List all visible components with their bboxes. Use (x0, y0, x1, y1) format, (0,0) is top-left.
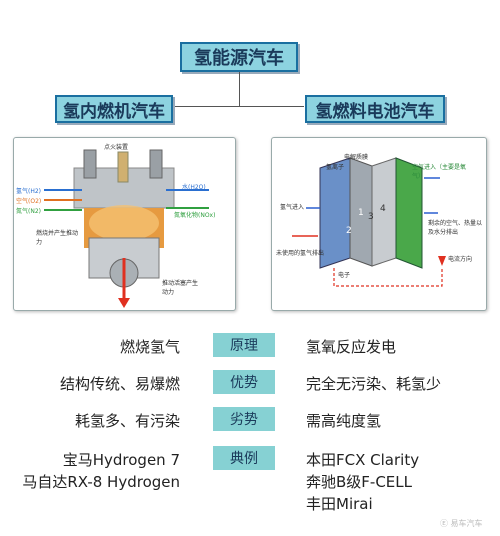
engine-illustration (44, 149, 209, 308)
electron-label: 电子 (338, 272, 351, 279)
row-left-text: 耗氢多、有污染 (74, 412, 180, 430)
title-box: 氢能源汽车 (180, 42, 298, 72)
spark-label: 点火装置 (104, 144, 129, 151)
row-right-text: 氢氧反应发电 (306, 338, 397, 356)
n2-label: 氮气(N2) (16, 208, 41, 215)
num-2: 2 (346, 226, 352, 236)
example-left-1: 宝马Hydrogen 7 (62, 451, 180, 469)
o2-label: 空气(O2) (16, 198, 42, 205)
row-left-text: 燃烧氢气 (119, 338, 180, 356)
fuelcell-frame: 电解质膜 氢离子 空气进入（主要是氧气） 氢气进入 剩余的空气、热量以及水分排出… (271, 137, 487, 311)
branch-left-box: 氢内燃机汽车 (55, 95, 173, 123)
row-tag: 优势 (213, 370, 275, 394)
connector-vertical (239, 72, 240, 106)
connector-horizontal (174, 106, 304, 107)
row-right-text: 需高纯度氢 (306, 412, 382, 430)
excess-air-label: 剩余的空气、热量以及水分排出 (428, 220, 483, 236)
unused-h2-label: 未使用的氢气排出 (276, 250, 325, 257)
row-tag: 原理 (213, 333, 275, 357)
num-3: 3 (368, 212, 374, 222)
num-1: 1 (358, 208, 364, 218)
branch-left-label: 氢内燃机汽车 (63, 101, 165, 122)
title: 氢能源汽车 (194, 48, 284, 69)
fuelcell-illustration (292, 157, 446, 287)
branch-right-box: 氢燃料电池汽车 (305, 95, 445, 123)
nox-label: 氮氧化物(NOx) (174, 212, 216, 219)
proton-label: 氢离子 (326, 164, 345, 171)
row-tag: 劣势 (213, 407, 275, 431)
water-label: 水(H2O) (182, 184, 206, 191)
engine-frame: 点火装置 氢气(H2) 空气(O2) 氮气(N2) 水(H2O) 氮氧化物(NO… (13, 137, 236, 311)
watermark: Ⓔ 易车汽车 (440, 519, 483, 528)
h2-label: 氢气(H2) (16, 188, 42, 195)
air-in-label: 空气进入（主要是氧气） (412, 164, 467, 180)
piston-label: 推动活塞产生动力 (162, 280, 199, 296)
row-left-text: 结构传统、易爆燃 (59, 375, 180, 393)
example-right-1: 本田FCX Clarity (306, 451, 420, 469)
examples-tag: 典例 (213, 446, 275, 470)
current-label: 电流方向 (448, 256, 473, 263)
row-right-text: 完全无污染、耗氢少 (306, 375, 442, 393)
example-right-2: 奔驰B级F-CELL (306, 473, 412, 491)
electrolyte-label: 电解质膜 (344, 154, 369, 161)
combustion-label: 燃烧并产生推动力 (36, 230, 79, 246)
h2-in-label: 氢气进入 (280, 204, 305, 211)
example-left-2: 马自达RX-8 Hydrogen (22, 473, 180, 491)
num-4: 4 (380, 204, 386, 214)
example-right-3: 丰田Mirai (306, 495, 373, 513)
branch-right-label: 氢燃料电池汽车 (315, 101, 435, 122)
